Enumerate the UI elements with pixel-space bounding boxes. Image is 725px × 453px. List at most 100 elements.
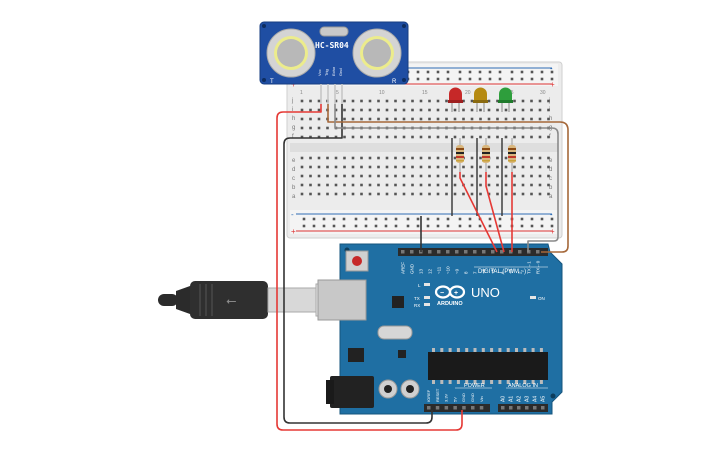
breadboard-hole[interactable] — [470, 183, 474, 187]
breadboard-hole[interactable] — [436, 135, 440, 139]
breadboard-hole[interactable] — [360, 156, 363, 160]
breadboard-hole[interactable] — [513, 99, 516, 103]
header-hole[interactable] — [541, 406, 545, 410]
breadboard-hole[interactable] — [436, 183, 440, 187]
breadboard-hole[interactable] — [334, 117, 338, 121]
breadboard-hole[interactable] — [547, 165, 550, 169]
breadboard-hole[interactable] — [351, 165, 355, 169]
breadboard-hole[interactable] — [317, 183, 321, 187]
header-hole[interactable] — [509, 406, 513, 410]
breadboard-hole[interactable] — [309, 126, 312, 130]
breadboard-hole[interactable] — [360, 165, 363, 169]
breadboard-hole[interactable] — [368, 156, 372, 160]
breadboard-hole[interactable] — [394, 165, 397, 169]
rail-hole[interactable] — [426, 224, 430, 228]
breadboard-hole[interactable] — [487, 135, 491, 139]
rail-hole[interactable] — [498, 70, 502, 74]
breadboard-hole[interactable] — [513, 108, 516, 112]
rail-hole[interactable] — [406, 224, 410, 228]
rail-hole[interactable] — [436, 70, 440, 74]
rail-hole[interactable] — [468, 224, 472, 228]
breadboard-hole[interactable] — [504, 108, 508, 112]
header-hole[interactable] — [401, 250, 405, 254]
breadboard-hole[interactable] — [385, 183, 389, 187]
rail-hole[interactable] — [342, 224, 346, 228]
breadboard-hole[interactable] — [411, 165, 414, 169]
breadboard-hole[interactable] — [368, 135, 372, 139]
breadboard-hole[interactable] — [377, 183, 380, 187]
breadboard-hole[interactable] — [411, 108, 414, 112]
breadboard-hole[interactable] — [394, 117, 397, 121]
header-hole[interactable] — [518, 250, 522, 254]
breadboard-hole[interactable] — [351, 183, 355, 187]
rail-hole[interactable] — [458, 224, 462, 228]
header-hole[interactable] — [533, 406, 537, 410]
breadboard-hole[interactable] — [317, 174, 321, 178]
breadboard-hole[interactable] — [368, 174, 372, 178]
header-hole[interactable] — [464, 250, 468, 254]
rail-hole[interactable] — [302, 224, 306, 228]
breadboard-hole[interactable] — [368, 108, 372, 112]
header-hole[interactable] — [501, 406, 505, 410]
breadboard-hole[interactable] — [300, 108, 304, 112]
header-hole[interactable] — [536, 250, 540, 254]
breadboard-hole[interactable] — [343, 183, 346, 187]
breadboard-hole[interactable] — [300, 99, 304, 103]
rail-hole[interactable] — [374, 224, 378, 228]
rail-hole[interactable] — [510, 77, 514, 81]
breadboard-hole[interactable] — [351, 174, 355, 178]
breadboard-hole[interactable] — [300, 183, 304, 187]
breadboard-hole[interactable] — [521, 117, 525, 121]
breadboard-hole[interactable] — [538, 108, 542, 112]
rail-hole[interactable] — [384, 224, 388, 228]
breadboard-hole[interactable] — [360, 99, 363, 103]
breadboard-hole[interactable] — [309, 117, 312, 121]
header-hole[interactable] — [427, 406, 431, 410]
breadboard-hole[interactable] — [453, 174, 457, 178]
breadboard-hole[interactable] — [419, 135, 423, 139]
breadboard-hole[interactable] — [504, 183, 508, 187]
breadboard-hole[interactable] — [453, 117, 457, 121]
breadboard-hole[interactable] — [462, 117, 465, 121]
breadboard-hole[interactable] — [470, 117, 474, 121]
breadboard-hole[interactable] — [377, 192, 380, 196]
breadboard-hole[interactable] — [377, 108, 380, 112]
rail-hole[interactable] — [498, 217, 502, 221]
rail-hole[interactable] — [550, 217, 554, 221]
breadboard-hole[interactable] — [411, 117, 414, 121]
rail-hole[interactable] — [364, 224, 368, 228]
rail-hole[interactable] — [416, 70, 420, 74]
breadboard-hole[interactable] — [402, 165, 406, 169]
breadboard-hole[interactable] — [513, 174, 516, 178]
breadboard-hole[interactable] — [479, 117, 482, 121]
breadboard-hole[interactable] — [521, 108, 525, 112]
breadboard-hole[interactable] — [436, 165, 440, 169]
breadboard-hole[interactable] — [402, 192, 406, 196]
header-hole[interactable] — [482, 250, 486, 254]
breadboard-hole[interactable] — [445, 192, 448, 196]
breadboard-hole[interactable] — [360, 108, 363, 112]
breadboard-hole[interactable] — [538, 117, 542, 121]
rail-hole[interactable] — [354, 224, 358, 228]
rail-hole[interactable] — [394, 217, 398, 221]
breadboard-hole[interactable] — [428, 99, 431, 103]
breadboard-hole[interactable] — [394, 135, 397, 139]
breadboard-hole[interactable] — [530, 174, 533, 178]
rail-hole[interactable] — [416, 224, 420, 228]
rail-hole[interactable] — [520, 217, 524, 221]
rail-hole[interactable] — [520, 224, 524, 228]
breadboard-hole[interactable] — [547, 99, 550, 103]
breadboard-hole[interactable] — [317, 99, 321, 103]
header-hole[interactable] — [455, 250, 459, 254]
breadboard-hole[interactable] — [462, 165, 465, 169]
breadboard-hole[interactable] — [436, 108, 440, 112]
breadboard-hole[interactable] — [504, 165, 508, 169]
breadboard-hole[interactable] — [479, 165, 482, 169]
breadboard-hole[interactable] — [343, 99, 346, 103]
breadboard-hole[interactable] — [470, 108, 474, 112]
breadboard-hole[interactable] — [538, 183, 542, 187]
led-green[interactable] — [498, 87, 513, 112]
breadboard-hole[interactable] — [411, 192, 414, 196]
breadboard-hole[interactable] — [326, 135, 329, 139]
breadboard-hole[interactable] — [351, 192, 355, 196]
